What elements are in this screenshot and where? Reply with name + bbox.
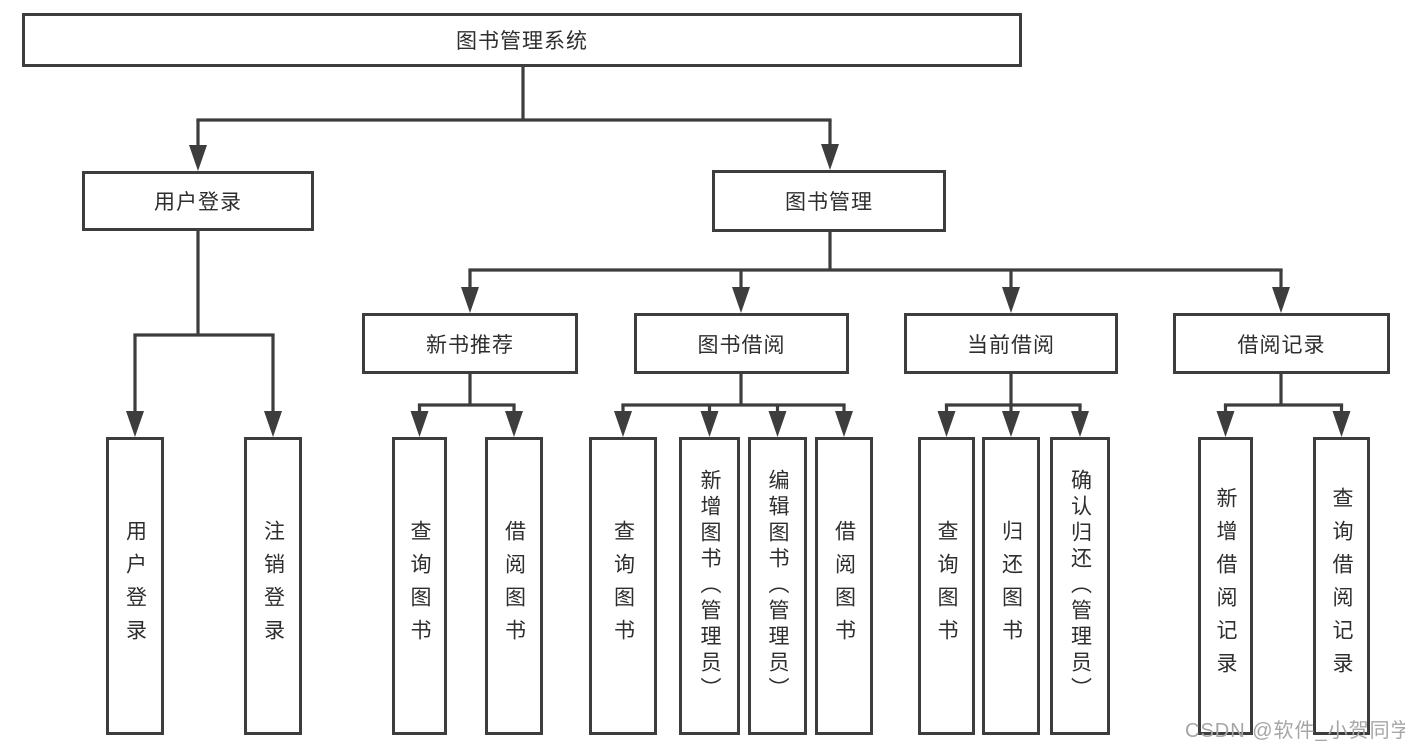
leaf-current-confirm-return-admin-label: 确认归还（管理员）: [1068, 469, 1092, 703]
leaf-current-return-book: 归还图书: [982, 437, 1040, 735]
leaf-current-query-book: 查询图书: [918, 437, 975, 735]
leaf-borrow-borrow-book-label: 借阅图书: [832, 520, 856, 652]
leaf-current-return-book-label: 归还图书: [999, 520, 1023, 652]
leaf-recommend-query-book-label: 查询图书: [408, 520, 431, 652]
leaf-user-login: 用户登录: [106, 437, 164, 735]
node-user-login: 用户登录: [82, 171, 314, 231]
leaf-borrow-borrow-book: 借阅图书: [815, 437, 873, 735]
leaf-current-query-book-label: 查询图书: [935, 520, 958, 652]
node-library-management-system: 图书管理系统: [22, 13, 1022, 67]
leaf-logout-label: 注销登录: [261, 520, 285, 652]
leaf-records-add-record-label: 新增借阅记录: [1214, 487, 1237, 685]
leaf-borrow-edit-book-admin: 编辑图书（管理员）: [748, 437, 807, 735]
leaf-records-add-record: 新增借阅记录: [1198, 437, 1253, 735]
leaf-recommend-query-book: 查询图书: [392, 437, 447, 735]
leaf-recommend-borrow-book: 借阅图书: [485, 437, 543, 735]
node-book-borrow: 图书借阅: [634, 313, 849, 374]
leaf-recommend-borrow-book-label: 借阅图书: [502, 520, 526, 652]
leaf-user-login-label: 用户登录: [123, 520, 147, 652]
leaf-borrow-query-book: 查询图书: [589, 437, 657, 735]
leaf-current-confirm-return-admin: 确认归还（管理员）: [1050, 437, 1110, 735]
leaf-borrow-add-book-admin-label: 新增图书（管理员）: [698, 469, 721, 703]
node-book-borrow-label: 图书借阅: [697, 333, 786, 357]
leaf-borrow-add-book-admin: 新增图书（管理员）: [679, 437, 740, 735]
node-user-login-label: 用户登录: [154, 191, 242, 214]
node-book-management: 图书管理: [712, 170, 946, 232]
node-library-management-system-label: 图书管理系统: [456, 30, 588, 53]
leaf-borrow-query-book-label: 查询图书: [611, 520, 635, 652]
node-borrow-records: 借阅记录: [1173, 313, 1390, 374]
node-book-management-label: 图书管理: [785, 191, 873, 214]
node-borrow-records-label: 借阅记录: [1237, 333, 1326, 357]
leaf-records-query-record-label: 查询借阅记录: [1330, 487, 1353, 685]
node-current-borrow-label: 当前借阅: [967, 333, 1055, 357]
leaf-logout: 注销登录: [244, 437, 302, 735]
csdn-watermark: CSDN @软件_小贺同学: [1185, 720, 1405, 742]
leaf-records-query-record: 查询借阅记录: [1313, 437, 1370, 735]
node-current-borrow: 当前借阅: [904, 313, 1118, 374]
node-new-book-recommend: 新书推荐: [362, 313, 578, 374]
node-new-book-recommend-label: 新书推荐: [426, 333, 514, 357]
leaf-borrow-edit-book-admin-label: 编辑图书（管理员）: [766, 469, 789, 703]
